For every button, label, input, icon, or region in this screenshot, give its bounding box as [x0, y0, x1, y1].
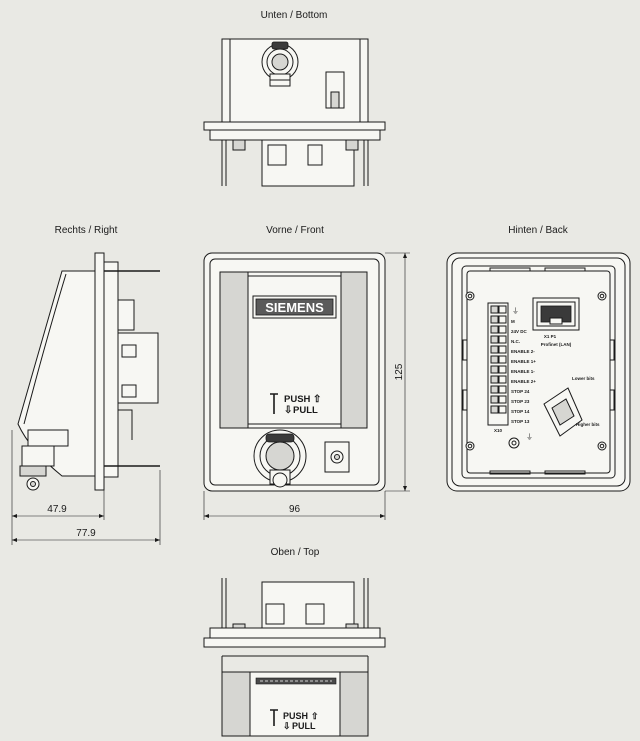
terminal-label: STOP 24 — [511, 389, 530, 394]
arrow-down-icon: ⇩ — [284, 405, 292, 416]
back-view: ⏚ M 24V DC N.C. ENABLE 2- ENABLE 1+ ENAB… — [446, 252, 631, 492]
ground-icon: ⏚ — [512, 307, 519, 315]
terminal-label: STOP 23 — [511, 399, 530, 404]
push-pull-marking: PUSH ⇧ ⇩ PULL — [270, 393, 321, 416]
arrow-down-icon: ⇩ — [283, 721, 291, 731]
top-pull-text: PULL — [292, 721, 316, 731]
right-knob — [19, 429, 69, 491]
terminal-label: ENABLE 2+ — [511, 379, 536, 384]
bottom-view — [203, 38, 386, 187]
terminal-label: STOP 13 — [511, 419, 530, 424]
top-view: PUSH ⇧ ⇩ PULL — [203, 578, 386, 737]
view-title-back: Hinten / Back — [508, 225, 568, 236]
front-knob — [253, 429, 307, 488]
top-push-pull-marking: PUSH ⇧ ⇩ PULL — [270, 709, 319, 731]
rj45-port — [532, 297, 580, 331]
terminal-label: ENABLE 2- — [511, 349, 535, 354]
siemens-logo: SIEMENS — [265, 300, 324, 315]
terminal-label: ENABLE 1- — [511, 369, 535, 374]
right-view: 47.9 77.9 — [11, 252, 161, 545]
higher-bits-label: Higher bits — [576, 422, 600, 427]
dim-depth-outer: 77.9 — [76, 528, 96, 539]
front-pull-text: PULL — [293, 405, 318, 416]
view-title-right: Rechts / Right — [54, 225, 118, 236]
terminal-label: N.C. — [511, 339, 520, 344]
port-label: Profinet (LAN) — [541, 342, 572, 347]
view-title-bottom: Unten / Bottom — [260, 10, 328, 21]
terminal-strip — [490, 305, 507, 414]
arrow-up-icon: ⇧ — [311, 711, 319, 721]
dip-switch — [543, 387, 583, 437]
arrow-up-icon: ⇧ — [313, 394, 321, 405]
ground-screw-icon: ⏚ — [526, 433, 533, 441]
view-title-top: Oben / Top — [270, 547, 320, 558]
terminal-block-label: X10 — [494, 428, 503, 433]
terminal-label: 24V DC — [511, 329, 528, 334]
view-title-front: Vorne / Front — [266, 225, 324, 236]
bottom-knob — [261, 41, 299, 87]
terminal-label: M — [511, 319, 515, 324]
dim-depth-inner: 47.9 — [47, 504, 67, 515]
front-push-text: PUSH — [284, 394, 311, 405]
top-push-text: PUSH — [283, 711, 308, 721]
front-view: SIEMENS PUSH ⇧ ⇩ PULL — [203, 252, 410, 520]
terminal-label: STOP 14 — [511, 409, 530, 414]
dim-width: 96 — [289, 504, 301, 515]
terminal-label: ENABLE 1+ — [511, 359, 536, 364]
connector-label: X1 P1 — [544, 334, 557, 339]
lower-bits-label: Lower bits — [572, 376, 595, 381]
dim-height: 125 — [394, 363, 405, 380]
